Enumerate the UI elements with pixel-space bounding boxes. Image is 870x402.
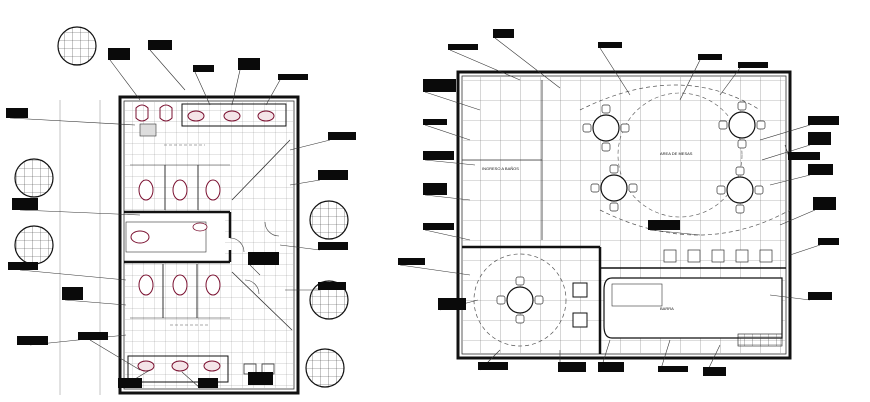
- annotation-tag: [17, 334, 127, 346]
- annotation-tag: [658, 339, 688, 373]
- annotation-tag: [398, 258, 471, 276]
- annotation-tag: [703, 344, 726, 377]
- chair: [609, 164, 619, 174]
- annotation-tag: [598, 42, 631, 96]
- restroom-plan: [59, 95, 300, 395]
- chair: [718, 120, 728, 130]
- annotation-tag: [423, 119, 471, 141]
- dining-tables: [496, 101, 766, 328]
- annotation-tag: [438, 298, 479, 311]
- annotation-tag: [789, 238, 839, 256]
- bar-counter: [603, 277, 783, 347]
- chair: [756, 120, 766, 130]
- annotation-tag: [769, 292, 832, 301]
- annotation-tag: [108, 48, 141, 101]
- chair: [515, 276, 525, 286]
- round-table: [718, 101, 766, 149]
- restroom-outer-wall: [118, 95, 300, 395]
- round-table: [496, 276, 544, 324]
- bar-stools: [663, 249, 773, 263]
- chair: [754, 185, 764, 195]
- chair: [496, 295, 506, 305]
- chair: [601, 142, 611, 152]
- annotation-tag: [784, 144, 820, 161]
- chair: [735, 166, 745, 176]
- annotation-tag: [558, 350, 586, 372]
- annotation-tag: [779, 197, 836, 226]
- chair: [620, 123, 630, 133]
- chair: [737, 101, 747, 111]
- annotation-tag: [598, 339, 624, 373]
- round-table: [590, 164, 638, 212]
- annotation-tag: [423, 151, 476, 166]
- annotation-tag: [231, 58, 260, 106]
- square-table: [572, 312, 588, 328]
- annotation-tag: [248, 252, 279, 276]
- chair: [534, 295, 544, 305]
- round-table: [582, 104, 630, 152]
- square-table: [572, 282, 588, 298]
- chair: [582, 123, 592, 133]
- annotation-tag: [719, 62, 768, 96]
- chair: [716, 185, 726, 195]
- annotation-tag: [759, 116, 839, 141]
- annotation-tag: [761, 132, 831, 161]
- annotation-tag: [289, 132, 356, 151]
- annotation-tag: [181, 371, 218, 389]
- annotation-tag: [62, 287, 127, 306]
- dining-outer-wall: [456, 70, 792, 360]
- annotation-tag: [423, 223, 471, 241]
- annotation-tag: [285, 282, 346, 291]
- detail-callouts-left: [14, 26, 349, 388]
- chair: [628, 183, 638, 193]
- chair: [735, 204, 745, 214]
- annotation-tag: [679, 54, 722, 101]
- room-label-barra: BARRA: [660, 306, 674, 311]
- annotation-tag: [648, 220, 701, 236]
- lower-sink-counter: [127, 355, 275, 383]
- chair: [590, 183, 600, 193]
- chair: [601, 104, 611, 114]
- chair: [609, 202, 619, 212]
- annotation-tag: [493, 29, 561, 89]
- annotation-tag: [78, 332, 141, 371]
- annotation-tag: [423, 79, 481, 111]
- annotation-tag: [279, 242, 348, 251]
- annotation-tag: [289, 170, 348, 186]
- annotation-tag: [193, 65, 214, 106]
- annotation-tags: [6, 29, 839, 389]
- round-table: [716, 166, 764, 214]
- annotation-tag: [118, 369, 151, 389]
- chair: [737, 139, 747, 149]
- annotation-tag: [769, 164, 833, 186]
- annotation-tag: [423, 183, 471, 201]
- chair: [515, 314, 525, 324]
- upper-sink-counter: [181, 103, 287, 127]
- annotation-tag: [8, 262, 127, 281]
- annotation-tag: [248, 371, 273, 386]
- annotation-tag: [448, 44, 521, 81]
- annotation-tag: [148, 40, 186, 91]
- room-label-ingreso: INGRESO A BAÑOS: [482, 166, 519, 171]
- annotation-tag: [478, 349, 508, 371]
- annotation-tag: [12, 198, 141, 216]
- annotation-tag: [6, 108, 136, 126]
- upper-toilets: [130, 164, 230, 210]
- lower-toilets: [130, 264, 230, 319]
- annotation-tag: [265, 74, 308, 106]
- accessible-toilet: [125, 221, 208, 253]
- urinals: [135, 104, 173, 137]
- room-label-mesas: AREA DE MESAS: [660, 151, 693, 156]
